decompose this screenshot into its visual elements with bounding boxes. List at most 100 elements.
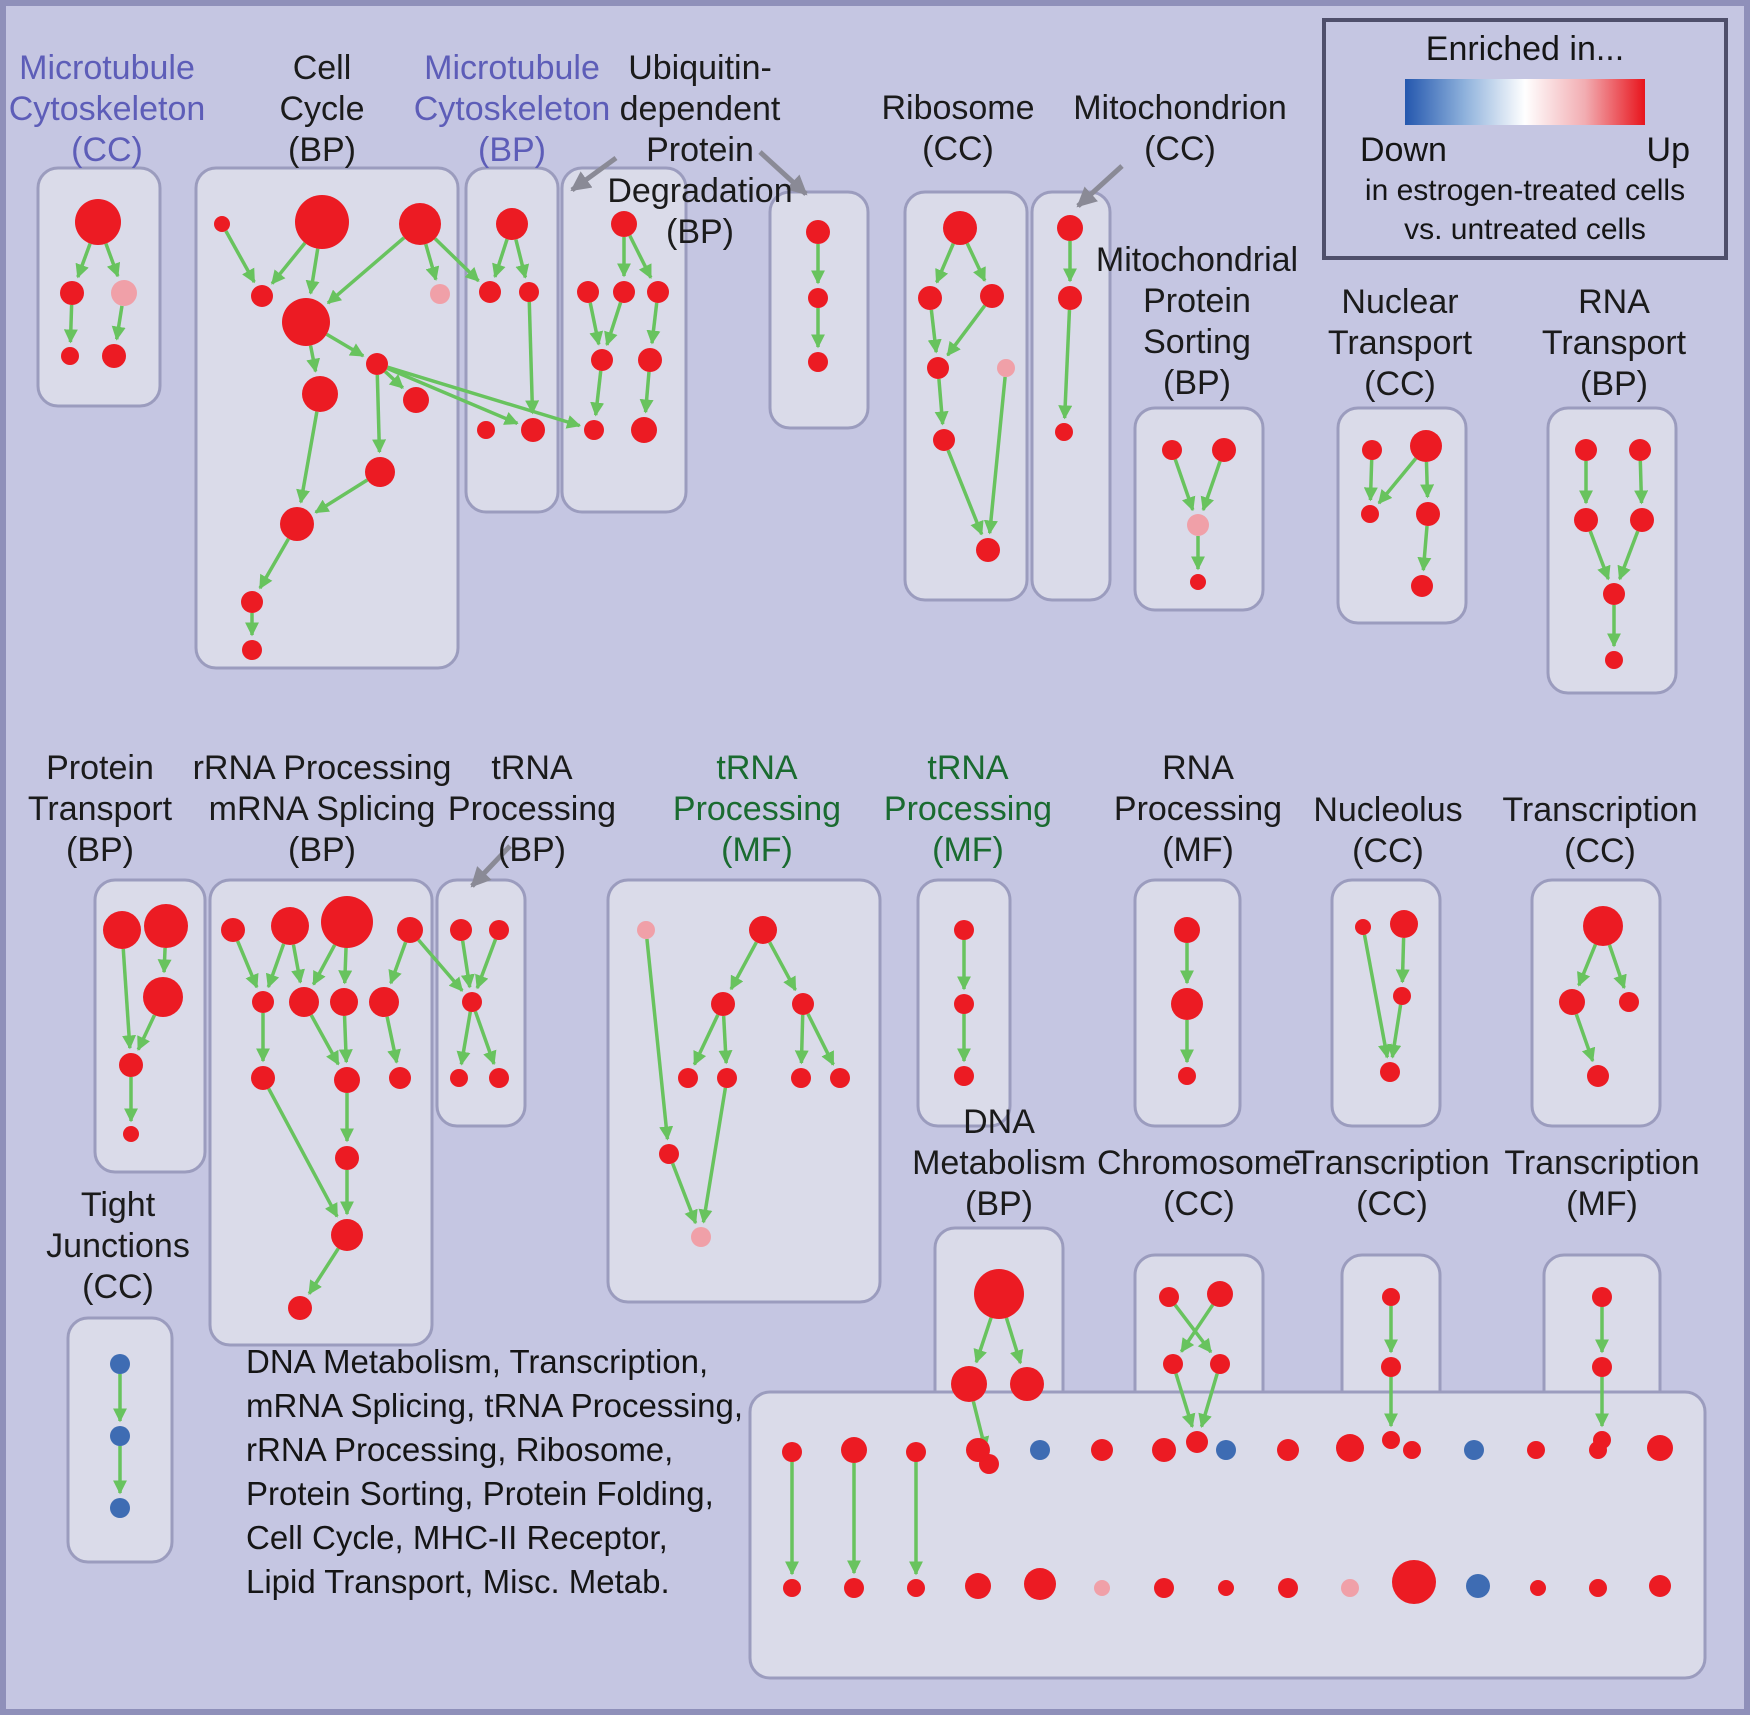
edge-L1-L5 [236,940,259,989]
go-node-T5 [1186,1431,1208,1453]
legend-subtitle-line2: vs. untreated cells [1404,213,1646,246]
cluster-transcription-cc-mid [1530,878,1662,1128]
go-node-P3 [1178,1067,1196,1085]
edge-D1-D4 [628,234,653,279]
go-node-D4 [647,281,669,303]
go-node-O2 [954,994,974,1014]
go-node-XT14 [1589,1441,1607,1459]
go-node-L8 [369,987,399,1017]
edge-L7-L10 [338,1015,353,1064]
go-node-A5 [102,344,126,368]
edge-B9-D7 [387,365,581,429]
go-node-XT6 [1091,1439,1113,1461]
go-node-J6 [1605,651,1623,669]
go-node-Q2 [1390,910,1418,938]
label-rna-transport-bp: RNA Transport (BP) [1541,283,1687,403]
go-node-D2 [577,281,599,303]
legend-box: Enriched in... Down Up in estrogen-treat… [1322,18,1728,260]
edge-J4-J5 [1617,530,1640,581]
go-node-E3 [808,352,828,372]
edge-M3-M5 [473,1010,497,1066]
legend-subtitle-line1: in estrogen-treated cells [1364,174,1686,207]
go-node-U2 [1381,1357,1401,1377]
edge-F1-F3 [965,242,987,282]
edge-Q2-Q3 [1395,937,1410,984]
go-node-N5 [678,1068,698,1088]
go-node-A2 [60,281,84,305]
edge-R2-R4 [1574,1013,1596,1063]
go-node-L14 [288,1296,312,1320]
go-node-R2 [1559,989,1585,1015]
go-node-L1 [221,918,245,942]
edge-F2-F4 [927,309,942,354]
go-node-W3 [110,1498,130,1518]
go-node-B10 [365,457,395,487]
go-node-N9 [659,1144,679,1164]
go-node-B12 [241,591,263,613]
go-node-T3 [1163,1354,1183,1374]
edge-L3-L7 [338,947,353,985]
go-node-B1 [214,216,230,232]
go-node-XB3 [907,1579,925,1597]
edge-M2-M3 [475,938,498,990]
go-node-F3 [980,284,1004,308]
go-node-N7 [791,1068,811,1088]
go-node-M4 [450,1069,468,1087]
edge-S1-S2 [973,1317,993,1364]
edge-S1-S3 [1004,1317,1024,1365]
edge-T2-T3 [1179,1303,1215,1353]
go-node-A4 [61,347,79,365]
go-node-W2 [110,1426,130,1446]
edge-C1-C3 [514,239,530,279]
edge-L2-L5 [265,943,286,989]
edge-T4-T5 [1198,1373,1219,1428]
cluster-mixed [748,1390,1707,1680]
go-node-L10 [334,1067,360,1093]
edge-F3-F4 [946,304,987,357]
go-node-XT7 [1152,1438,1176,1462]
edge-N4-N7 [794,1014,809,1065]
edge-L8-L11 [385,1016,401,1064]
pointer-arrows-layer [470,150,1124,888]
edge-T3-T5 [1174,1373,1196,1429]
go-node-XT15 [1647,1435,1673,1461]
edge-L4-L8 [388,941,408,985]
label-ribosome-cc: Ribosome (CC) [881,89,1035,168]
go-node-XT10 [1336,1434,1364,1462]
edge-B3-B5 [326,236,406,305]
go-node-J3 [1574,508,1598,532]
label-pointer-arrow-3 [1076,164,1124,208]
edge-N4-N8 [806,1013,835,1066]
edge-B3-C2 [433,237,480,283]
mixed-cluster-note: DNA Metabolism, Transcription, mRNA Spli… [246,1343,744,1600]
go-node-J2 [1629,439,1651,461]
label-transcription-mf: Transcription (MF) [1504,1144,1700,1223]
go-node-L12 [335,1146,359,1170]
label-nuclear-transport-cc: Nuclear Transport (CC) [1327,283,1473,403]
edge-B11-B12 [258,537,291,590]
legend-gradient-bar [1405,79,1645,125]
go-node-E2 [808,288,828,308]
go-node-D5 [591,349,613,371]
edge-L4-M3 [417,938,464,992]
go-node-C5 [521,418,545,442]
cluster-nuclear-transport [1336,406,1468,625]
edge-N2-N4 [768,941,797,992]
go-node-V1 [1592,1287,1612,1307]
label-pointer-arrow-1 [570,155,618,193]
edge-B5-B9 [325,332,365,358]
edge-K1-K4 [121,948,137,1050]
go-node-A3 [111,280,137,306]
edge-B9-B10 [372,374,387,454]
go-node-B7 [302,376,338,412]
legend-ends-row: Down Up [1360,131,1690,170]
edge-C3-C5 [525,301,540,415]
go-node-XT2 [841,1437,867,1463]
go-node-F7 [976,538,1000,562]
go-node-C1 [496,208,528,240]
label-trna-processing-mf-1: tRNA Processing (MF) [672,749,842,869]
go-node-R3 [1619,992,1639,1012]
go-node-H3 [1187,514,1209,536]
go-node-XT1 [782,1442,802,1462]
go-node-L7 [330,988,358,1016]
